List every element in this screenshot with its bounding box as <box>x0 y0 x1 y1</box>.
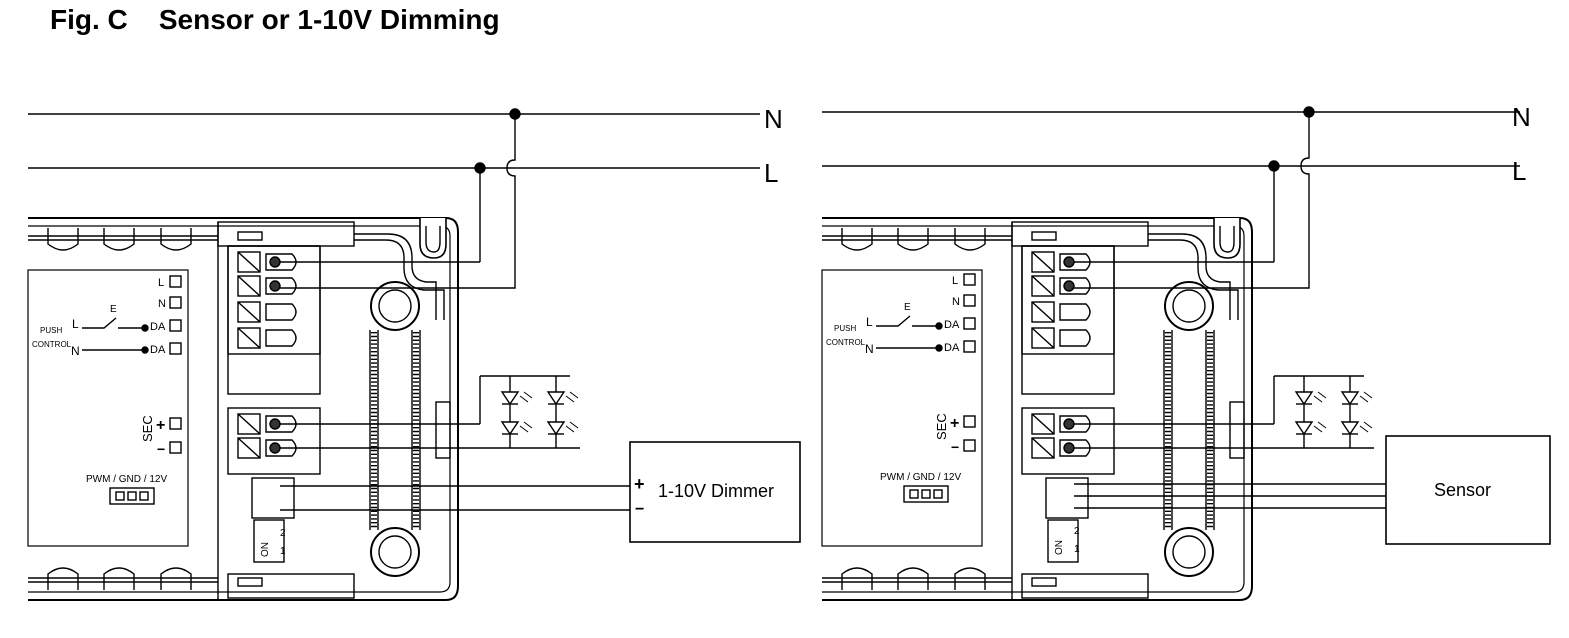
sensor-box <box>1385 435 1551 545</box>
control-label: CONTROL <box>826 338 866 347</box>
header-label: PWM / GND / 12V <box>880 472 961 483</box>
left-driver-diagram <box>28 108 801 600</box>
sec-minus: − <box>157 441 165 457</box>
dip-2-label: 2 <box>280 528 286 539</box>
dip-2-label: 2 <box>1074 526 1080 537</box>
neutral-label-right: N <box>1512 102 1531 132</box>
terminal-da1-label: DA <box>150 321 166 333</box>
live-label: L <box>764 158 778 188</box>
push-e-label: E <box>904 302 911 313</box>
push-n-label: N <box>865 342 874 356</box>
terminal-n-label: N <box>952 296 960 308</box>
terminal-n-label: N <box>158 298 166 310</box>
sec-label: SEC <box>934 413 949 440</box>
sec-plus: + <box>950 415 959 432</box>
terminal-da2-label: DA <box>150 344 166 356</box>
left-panel-labels: L N DA DA PUSH CONTROL L N E SEC + − PWM… <box>32 277 286 557</box>
dimmer-minus: − <box>635 501 644 518</box>
dip-on-label: ON <box>1054 540 1065 555</box>
right-driver-diagram <box>822 106 1551 600</box>
sec-plus: + <box>156 417 165 434</box>
dip-on-label: ON <box>260 542 271 557</box>
push-l-label: L <box>866 315 873 329</box>
dip-1-label: 1 <box>1074 544 1080 555</box>
terminal-da1-label: DA <box>944 319 960 331</box>
push-e-label: E <box>110 304 117 315</box>
sec-minus: − <box>951 439 959 455</box>
dimmer-box <box>629 441 801 543</box>
panel-graphics <box>82 273 976 505</box>
dip-1-label: 1 <box>280 546 286 557</box>
control-label: CONTROL <box>32 340 72 349</box>
neutral-label: N <box>764 104 783 134</box>
terminal-da2-label: DA <box>944 342 960 354</box>
terminal-l-label: L <box>158 277 164 289</box>
push-label: PUSH <box>40 326 62 335</box>
push-l-label: L <box>72 317 79 331</box>
sensor-label: Sensor <box>1434 480 1491 500</box>
sec-label: SEC <box>140 415 155 442</box>
right-panel-labels: L N DA DA PUSH CONTROL L N E SEC + − PWM… <box>826 275 1080 555</box>
push-label: PUSH <box>834 324 856 333</box>
live-label-right: L <box>1512 156 1526 186</box>
dimmer-label: 1-10V Dimmer <box>658 481 774 501</box>
push-n-label: N <box>71 344 80 358</box>
header-label: PWM / GND / 12V <box>86 474 167 485</box>
dimmer-plus: + <box>634 474 645 494</box>
figure-title: Fig. C Sensor or 1-10V Dimming <box>50 4 500 35</box>
terminal-l-label: L <box>952 275 958 287</box>
